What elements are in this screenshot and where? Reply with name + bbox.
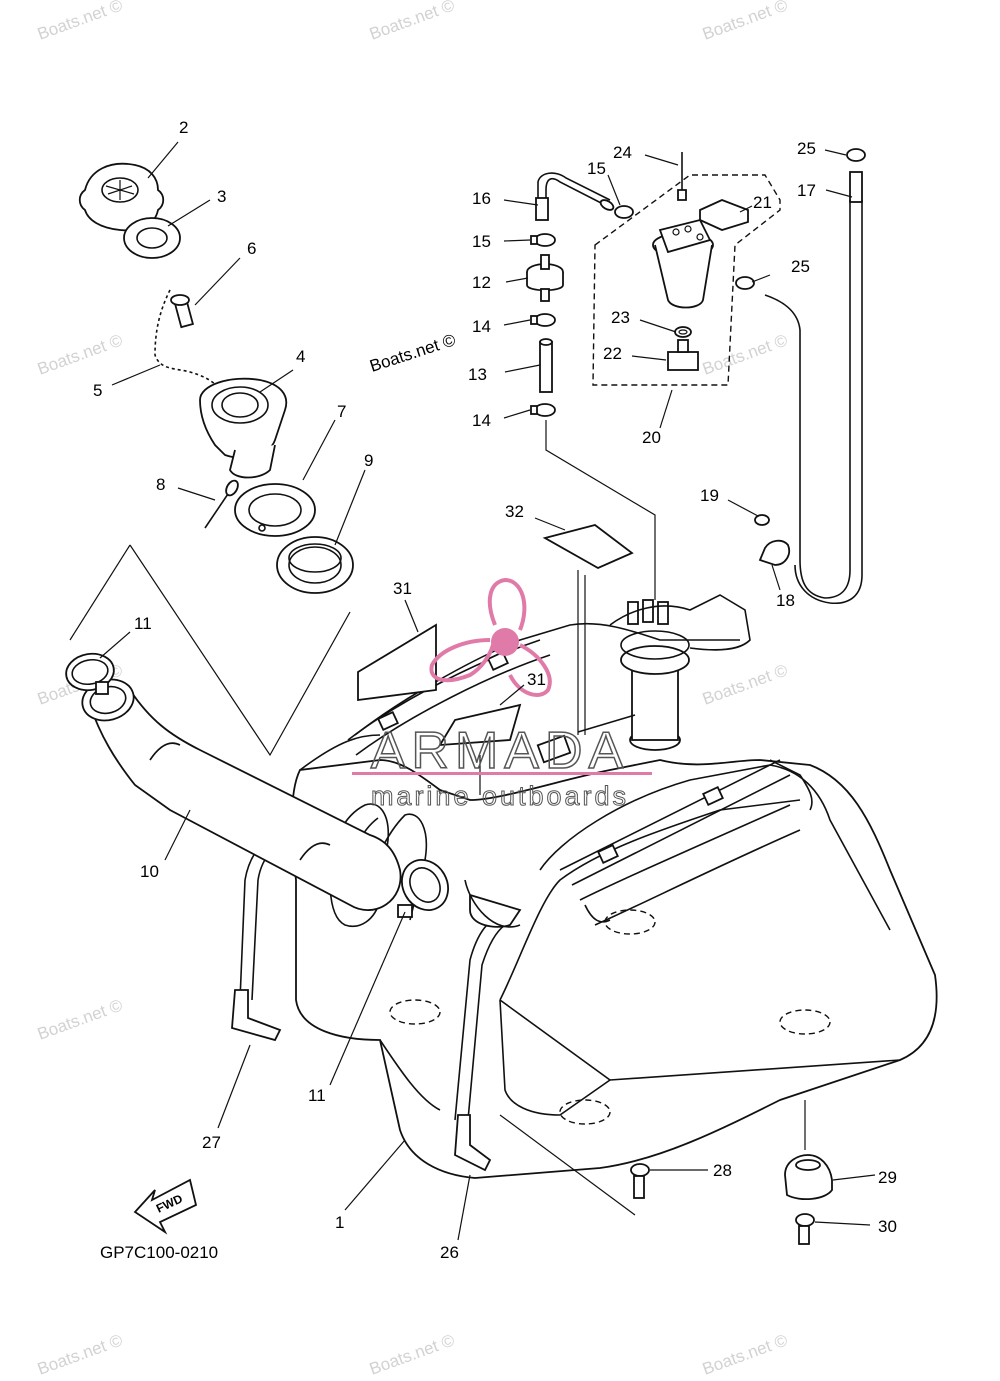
hose-clamp-lower bbox=[397, 859, 449, 918]
callout-25a: 25 bbox=[791, 257, 810, 276]
callout-28: 28 bbox=[713, 1161, 732, 1180]
callout-21: 21 bbox=[753, 193, 772, 212]
callout-19: 19 bbox=[700, 486, 719, 505]
label-decals bbox=[357, 524, 634, 747]
strap-bracket-26 bbox=[454, 1114, 492, 1172]
callout-leaders bbox=[99, 141, 876, 1241]
callout-10: 10 bbox=[140, 862, 159, 881]
callout-14a: 14 bbox=[472, 317, 491, 336]
reference-lines bbox=[69, 544, 806, 1216]
grommet bbox=[234, 483, 316, 537]
watermark: Boats.net © bbox=[35, 330, 126, 378]
callout-17: 17 bbox=[797, 181, 816, 200]
bolt-19 bbox=[754, 514, 770, 526]
callout-14b: 14 bbox=[472, 411, 491, 430]
clamp-18 bbox=[758, 539, 790, 566]
brand-tagline: marine outboards bbox=[371, 781, 629, 811]
callout-16: 16 bbox=[472, 189, 491, 208]
hose-clamp-25a bbox=[735, 276, 755, 290]
watermark: Boats.net © bbox=[700, 1330, 791, 1378]
callout-labels: 2 3 6 5 4 7 8 9 11 10 11 27 1 26 16 15 1… bbox=[93, 118, 897, 1262]
callout-13: 13 bbox=[468, 365, 487, 384]
callout-7: 7 bbox=[337, 402, 346, 421]
watermark: Boats.net © bbox=[367, 0, 458, 44]
cap-chain bbox=[154, 289, 217, 386]
seal bbox=[276, 536, 354, 594]
armada-logo: ARMADA marine outboards bbox=[352, 577, 652, 812]
watermark: Boats.net © bbox=[700, 330, 791, 378]
mount-rubber bbox=[784, 1154, 833, 1201]
callout-5: 5 bbox=[93, 381, 102, 400]
filler-cap bbox=[78, 162, 165, 232]
callout-9: 9 bbox=[364, 451, 373, 470]
watermark: Boats.net © bbox=[35, 995, 126, 1043]
callout-2: 2 bbox=[179, 118, 188, 137]
plug bbox=[667, 339, 699, 371]
sender-unit-assembly bbox=[592, 174, 781, 386]
strap-bracket-27 bbox=[231, 989, 282, 1042]
callout-1: 1 bbox=[335, 1213, 344, 1232]
callout-11a: 11 bbox=[134, 614, 152, 633]
propeller-icon bbox=[429, 577, 552, 697]
callout-22: 22 bbox=[603, 344, 622, 363]
callout-18: 18 bbox=[776, 591, 795, 610]
callout-27: 27 bbox=[202, 1133, 221, 1152]
fuel-sender-unit bbox=[536, 594, 751, 764]
hose-clamp-25b bbox=[846, 148, 866, 162]
brand-name: ARMADA bbox=[371, 722, 629, 780]
washer bbox=[674, 326, 692, 338]
callout-32: 32 bbox=[505, 502, 524, 521]
hose-clamp-15a bbox=[614, 205, 634, 219]
callout-15b: 15 bbox=[472, 232, 491, 251]
cover-plate bbox=[699, 199, 749, 231]
cap-gasket bbox=[123, 217, 181, 259]
callout-8: 8 bbox=[156, 475, 165, 494]
hose-clamp-upper bbox=[65, 652, 115, 695]
fuel-line-upper bbox=[535, 172, 615, 221]
hose-clamp-15b bbox=[530, 233, 556, 247]
callout-29: 29 bbox=[878, 1168, 897, 1187]
callout-23: 23 bbox=[611, 308, 630, 327]
callout-24: 24 bbox=[613, 143, 632, 162]
leader-line bbox=[545, 420, 656, 600]
watermark: Boats.net © bbox=[700, 0, 791, 44]
callout-30: 30 bbox=[878, 1217, 897, 1236]
rivet bbox=[204, 479, 239, 529]
watermark: Boats.net © bbox=[367, 1330, 458, 1378]
callout-6: 6 bbox=[247, 239, 256, 258]
callout-11b: 11 bbox=[308, 1086, 326, 1105]
fuel-hose bbox=[539, 338, 553, 393]
callout-31a: 31 bbox=[393, 579, 412, 598]
propeller-hub bbox=[491, 628, 519, 656]
inline-watermark: Boats.net © bbox=[367, 330, 458, 376]
callout-3: 3 bbox=[217, 187, 226, 206]
fuel-filter bbox=[526, 254, 564, 302]
callout-15a: 15 bbox=[587, 159, 606, 178]
watermark: Boats.net © bbox=[35, 1330, 126, 1378]
filler-neck bbox=[199, 377, 288, 479]
fuel-tank bbox=[239, 622, 938, 1179]
bolt-28 bbox=[630, 1163, 650, 1199]
hose-clamp-14b bbox=[530, 403, 556, 417]
vent-hose bbox=[764, 171, 863, 604]
watermark: Boats.net © bbox=[35, 0, 126, 44]
callout-12: 12 bbox=[472, 273, 491, 292]
callout-31b: 31 bbox=[527, 670, 546, 689]
fwd-arrow: FWD bbox=[133, 1178, 198, 1235]
screw bbox=[170, 294, 195, 329]
callout-26: 26 bbox=[440, 1243, 459, 1262]
bolt-30 bbox=[795, 1213, 815, 1245]
diagram-code: GP7C100-0210 bbox=[100, 1243, 218, 1262]
callout-4: 4 bbox=[296, 347, 305, 366]
pin bbox=[677, 152, 687, 201]
watermark: Boats.net © bbox=[700, 660, 791, 708]
hose-clamp-14a bbox=[530, 313, 556, 327]
callout-20: 20 bbox=[642, 428, 661, 447]
callout-25b: 25 bbox=[797, 139, 816, 158]
brand-divider bbox=[352, 772, 652, 775]
